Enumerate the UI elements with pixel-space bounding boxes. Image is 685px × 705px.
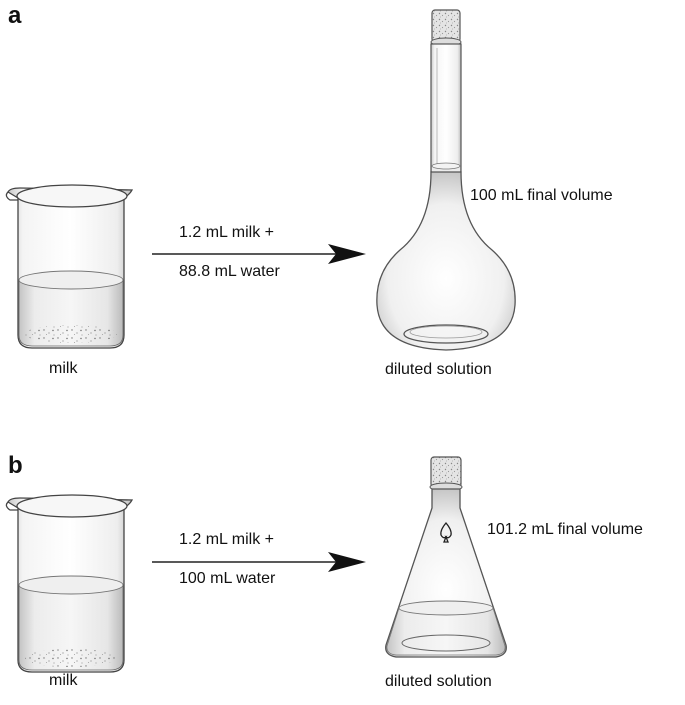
panel-b-vessel-label: diluted solution — [385, 673, 492, 690]
panel-b-erlenmeyer-flask — [385, 456, 507, 658]
graduation-mark-icon — [440, 522, 452, 543]
panel-b-beaker — [5, 494, 134, 673]
panel-a-vessel-label: diluted solution — [385, 361, 492, 378]
panel-a-volume-annotation: 100 mL final volume — [470, 187, 613, 204]
panel-a-arrow — [152, 244, 366, 264]
panel-b-beaker-label: milk — [49, 672, 78, 689]
panel-a-beaker — [5, 184, 134, 349]
panel-a-beaker-label: milk — [49, 360, 78, 377]
panel-b-letter: b — [8, 452, 23, 479]
panel-b-arrow-label-top: 1.2 mL milk + — [179, 531, 274, 548]
panel-b-arrow — [152, 552, 366, 572]
panel-b-arrow-label-bottom: 100 mL water — [179, 570, 276, 587]
panel-a-letter: a — [8, 2, 22, 29]
panel-a-arrow-label-top: 1.2 mL milk + — [179, 224, 274, 241]
panel-a-arrow-label-bottom: 88.8 mL water — [179, 263, 280, 280]
panel-a-volumetric-flask — [376, 9, 516, 351]
panel-b-volume-annotation: 101.2 mL final volume — [487, 521, 643, 538]
